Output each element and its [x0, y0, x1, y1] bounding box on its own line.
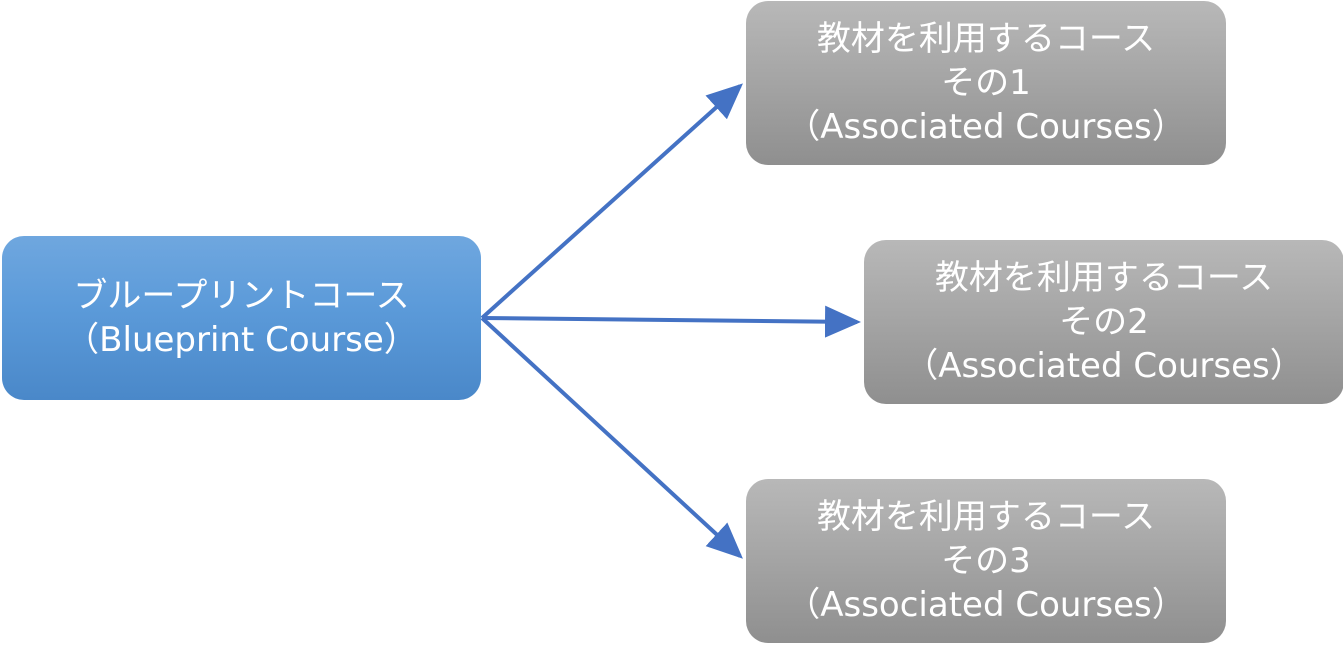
arrow-to-associated-1	[480, 83, 743, 320]
associated-course-subtitle: （Associated Courses）	[786, 107, 1186, 147]
associated-course-number: その1	[941, 63, 1031, 103]
associated-course-title: 教材を利用するコース	[934, 258, 1274, 298]
associated-course-subtitle: （Associated Courses）	[786, 585, 1186, 625]
associated-course-number: その3	[941, 541, 1031, 581]
associated-course-number: その2	[1059, 302, 1149, 342]
arrow-to-associated-3	[480, 316, 743, 559]
arrow-to-associated-2	[481, 305, 861, 338]
associated-course-title: 教材を利用するコース	[816, 19, 1156, 59]
associated-course-subtitle: （Associated Courses）	[904, 346, 1304, 386]
associated-course-node-1: 教材を利用するコース その1 （Associated Courses）	[746, 1, 1226, 165]
associated-course-title: 教材を利用するコース	[816, 497, 1156, 537]
associated-course-node-2: 教材を利用するコース その2 （Associated Courses）	[864, 240, 1343, 404]
blueprint-course-node: ブループリントコース （Blueprint Course）	[2, 236, 481, 400]
blueprint-course-subtitle: （Blueprint Course）	[65, 320, 418, 360]
blueprint-course-title: ブループリントコース	[73, 276, 410, 316]
associated-course-node-3: 教材を利用するコース その3 （Associated Courses）	[746, 479, 1226, 643]
